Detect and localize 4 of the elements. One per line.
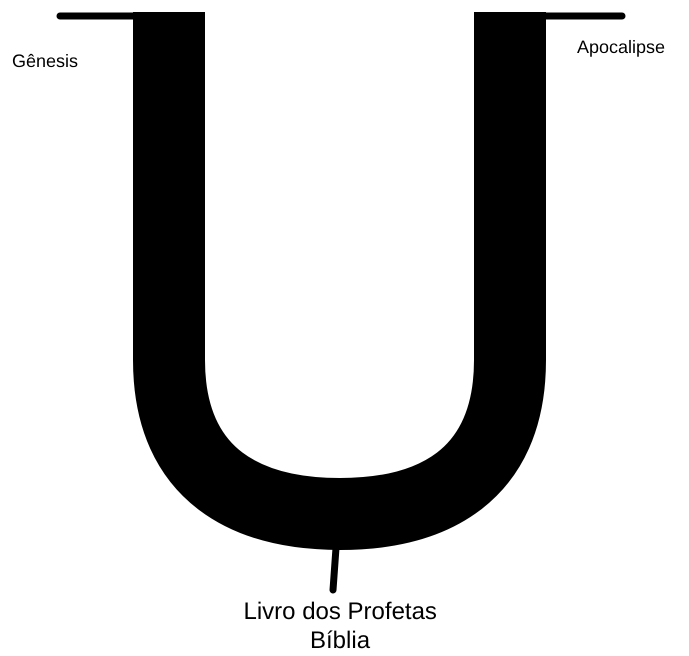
label: Apocalipse bbox=[577, 37, 666, 58]
label: Gênesis bbox=[12, 51, 78, 72]
label: Livro dos Profetas bbox=[244, 598, 437, 626]
label: Bíblia bbox=[310, 627, 370, 655]
